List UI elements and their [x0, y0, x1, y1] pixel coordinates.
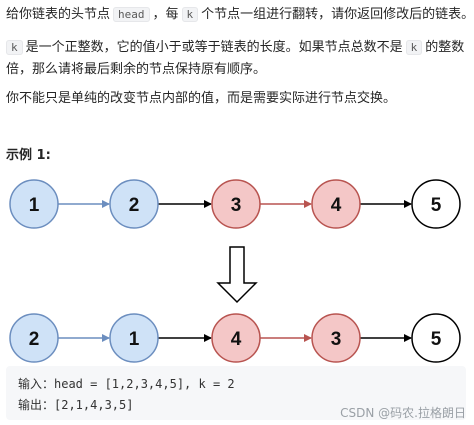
- description-paragraph-2-cont: 倍，那么请将最后剩余的节点保持原有顺序。: [6, 59, 266, 81]
- before-node-label-2: 2: [129, 195, 140, 216]
- after-node-2: [109, 313, 159, 363]
- before-node-3: [211, 179, 261, 229]
- example-output: 输出：[2,1,4,3,5]: [18, 398, 134, 412]
- desc-text: 个节点一组进行翻转，请你返回修改后的链表。: [201, 7, 474, 22]
- code-k: k: [6, 40, 23, 55]
- after-node-3: [211, 313, 261, 363]
- before-node-label-4: 4: [331, 195, 342, 216]
- after-node-4: [311, 313, 361, 363]
- list-before: 1 2 3 4 5: [9, 179, 461, 229]
- before-node-5: [411, 179, 461, 229]
- after-node-label-2: 1: [129, 329, 140, 350]
- transform-down-arrow-icon: [216, 246, 258, 304]
- before-node-1: [9, 179, 59, 229]
- before-node-label-1: 1: [29, 195, 40, 216]
- after-node-label-1: 2: [29, 329, 40, 350]
- code-k: k: [405, 40, 423, 55]
- before-node-label-5: 5: [431, 195, 442, 216]
- example-title: 示例 1:: [6, 148, 51, 163]
- desc-text: 给你链表的头节点: [6, 7, 111, 22]
- after-node-label-3: 4: [231, 329, 242, 350]
- desc-text: 的整数: [425, 40, 465, 55]
- desc-text: 你不能只是单纯的改变节点内部的值，而是需要实际进行节点交换。: [6, 91, 397, 106]
- after-node-label-4: 3: [331, 329, 342, 350]
- watermark: CSDN @码农.拉格朗日: [340, 406, 466, 420]
- after-node-5: [411, 313, 461, 363]
- list-after: 2 1 4 3 5: [9, 313, 461, 363]
- description-paragraph-3: 你不能只是单纯的改变节点内部的值，而是需要实际进行节点交换。: [6, 88, 396, 110]
- before-node-4: [311, 179, 361, 229]
- desc-text: 倍，那么请将最后剩余的节点保持原有顺序。: [6, 62, 267, 77]
- example-io-box: [6, 366, 466, 420]
- after-node-label-5: 5: [431, 329, 442, 350]
- example-input: 输入：head = [1,2,3,4,5], k = 2: [18, 377, 235, 391]
- before-node-label-3: 3: [231, 195, 242, 216]
- code-k: k: [181, 7, 199, 22]
- before-node-2: [109, 179, 159, 229]
- code-head: head: [113, 7, 150, 22]
- desc-text: 是一个正整数，它的值小于或等于链表的长度。如果节点总数不是: [25, 40, 403, 55]
- desc-text: ，每: [152, 7, 179, 22]
- after-node-1: [9, 313, 59, 363]
